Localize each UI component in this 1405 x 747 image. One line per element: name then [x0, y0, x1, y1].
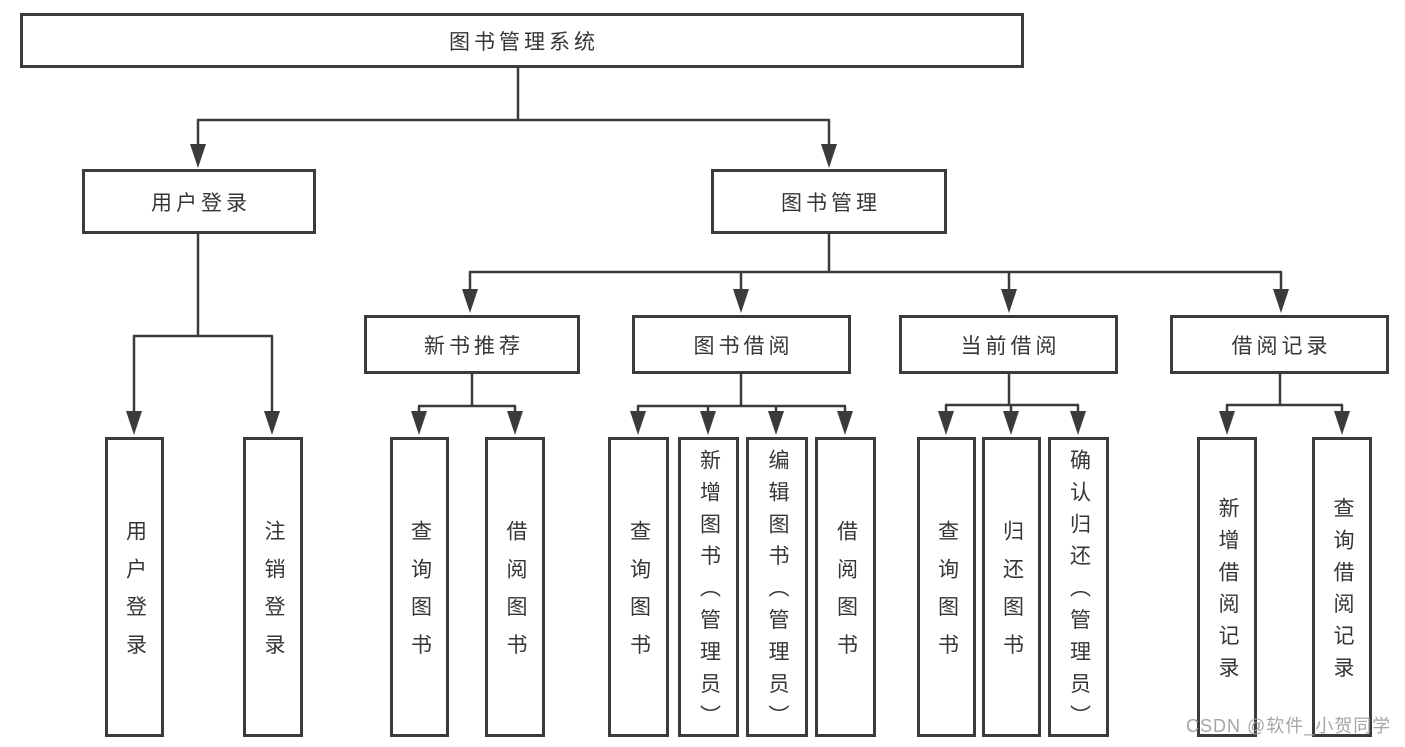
- leaf-borrow-books-1: 借阅图书: [485, 437, 545, 737]
- node-label: 用户登录: [123, 519, 147, 671]
- edge-new-book-rec-to-leaves: [417, 373, 517, 413]
- edge-book-borrow-to-leaves: [636, 373, 847, 413]
- arrow-down-icon: [1070, 411, 1086, 435]
- arrow-down-icon: [837, 411, 853, 435]
- edge-root-to-level2: [196, 67, 831, 146]
- node-label: 图书管理: [781, 191, 881, 215]
- leaf-borrow-books-2: 借阅图书: [815, 437, 876, 737]
- node-label: 归还图书: [1000, 519, 1024, 671]
- node-label: 编辑图书（管理员）: [766, 448, 789, 737]
- node-label: 借阅图书: [504, 519, 527, 671]
- leaf-query-books-2: 查询图书: [608, 437, 669, 737]
- arrow-down-icon: [938, 411, 954, 435]
- arrow-down-icon: [700, 411, 716, 435]
- node-library-management-system: 图书管理系统: [20, 13, 1024, 68]
- arrow-down-icon: [821, 144, 837, 168]
- edge-current-borrow-to-leaves: [944, 373, 1080, 413]
- arrow-down-icon: [630, 411, 646, 435]
- leaf-query-books-3: 查询图书: [917, 437, 976, 737]
- node-label: 查询图书: [408, 519, 432, 671]
- arrow-down-icon: [411, 411, 427, 435]
- edge-borrow-records-to-leaves: [1225, 373, 1344, 413]
- leaf-return-books: 归还图书: [982, 437, 1041, 737]
- arrow-down-icon: [1334, 411, 1350, 435]
- csdn-watermark: CSDN @软件_小贺同学: [1186, 716, 1392, 736]
- edge-user-login-to-leaves: [132, 233, 274, 413]
- arrow-down-icon: [507, 411, 523, 435]
- arrow-down-icon: [1003, 411, 1019, 435]
- connector-arrowheads: [126, 144, 1350, 435]
- node-label: 用户登录: [151, 191, 251, 215]
- node-label: 新增图书（管理员）: [697, 448, 721, 737]
- edge-book-mgmt-to-level3: [468, 233, 1283, 291]
- node-user-login: 用户登录: [82, 169, 316, 234]
- node-book-borrowing: 图书借阅: [632, 315, 851, 374]
- leaf-user-login: 用户登录: [105, 437, 164, 737]
- node-new-book-recommend: 新书推荐: [364, 315, 580, 374]
- arrow-down-icon: [1001, 289, 1017, 313]
- arrow-down-icon: [462, 289, 478, 313]
- node-label: 注销登录: [262, 519, 285, 671]
- arrow-down-icon: [264, 411, 280, 435]
- leaf-edit-books-admin: 编辑图书（管理员）: [746, 437, 808, 737]
- leaf-add-borrow-record: 新增借阅记录: [1197, 437, 1257, 737]
- leaf-query-borrow-record: 查询借阅记录: [1312, 437, 1372, 737]
- node-label: 当前借阅: [960, 334, 1061, 358]
- leaf-query-books-1: 查询图书: [390, 437, 449, 737]
- arrow-down-icon: [126, 411, 142, 435]
- node-label: 查询图书: [627, 519, 651, 671]
- node-label: 图书管理系统: [449, 30, 599, 54]
- node-label: 借阅记录: [1231, 334, 1332, 358]
- node-label: 图书借阅: [693, 334, 794, 358]
- arrow-down-icon: [1273, 289, 1289, 313]
- node-label: 查询借阅记录: [1331, 496, 1354, 689]
- arrow-down-icon: [190, 144, 206, 168]
- node-label: 确认归还（管理员）: [1067, 448, 1091, 737]
- connector-edges: [132, 67, 1344, 413]
- arrow-down-icon: [733, 289, 749, 313]
- node-label: 新书推荐: [424, 334, 524, 358]
- node-current-borrowing: 当前借阅: [899, 315, 1118, 374]
- node-label: 查询图书: [935, 519, 959, 671]
- node-book-management: 图书管理: [711, 169, 947, 234]
- leaf-confirm-return-admin: 确认归还（管理员）: [1048, 437, 1109, 737]
- leaf-add-books-admin: 新增图书（管理员）: [678, 437, 739, 737]
- node-borrowing-records: 借阅记录: [1170, 315, 1389, 374]
- node-label: 新增借阅记录: [1216, 496, 1239, 689]
- node-label: 借阅图书: [834, 519, 858, 671]
- leaf-logout: 注销登录: [243, 437, 303, 737]
- arrow-down-icon: [768, 411, 784, 435]
- arrow-down-icon: [1219, 411, 1235, 435]
